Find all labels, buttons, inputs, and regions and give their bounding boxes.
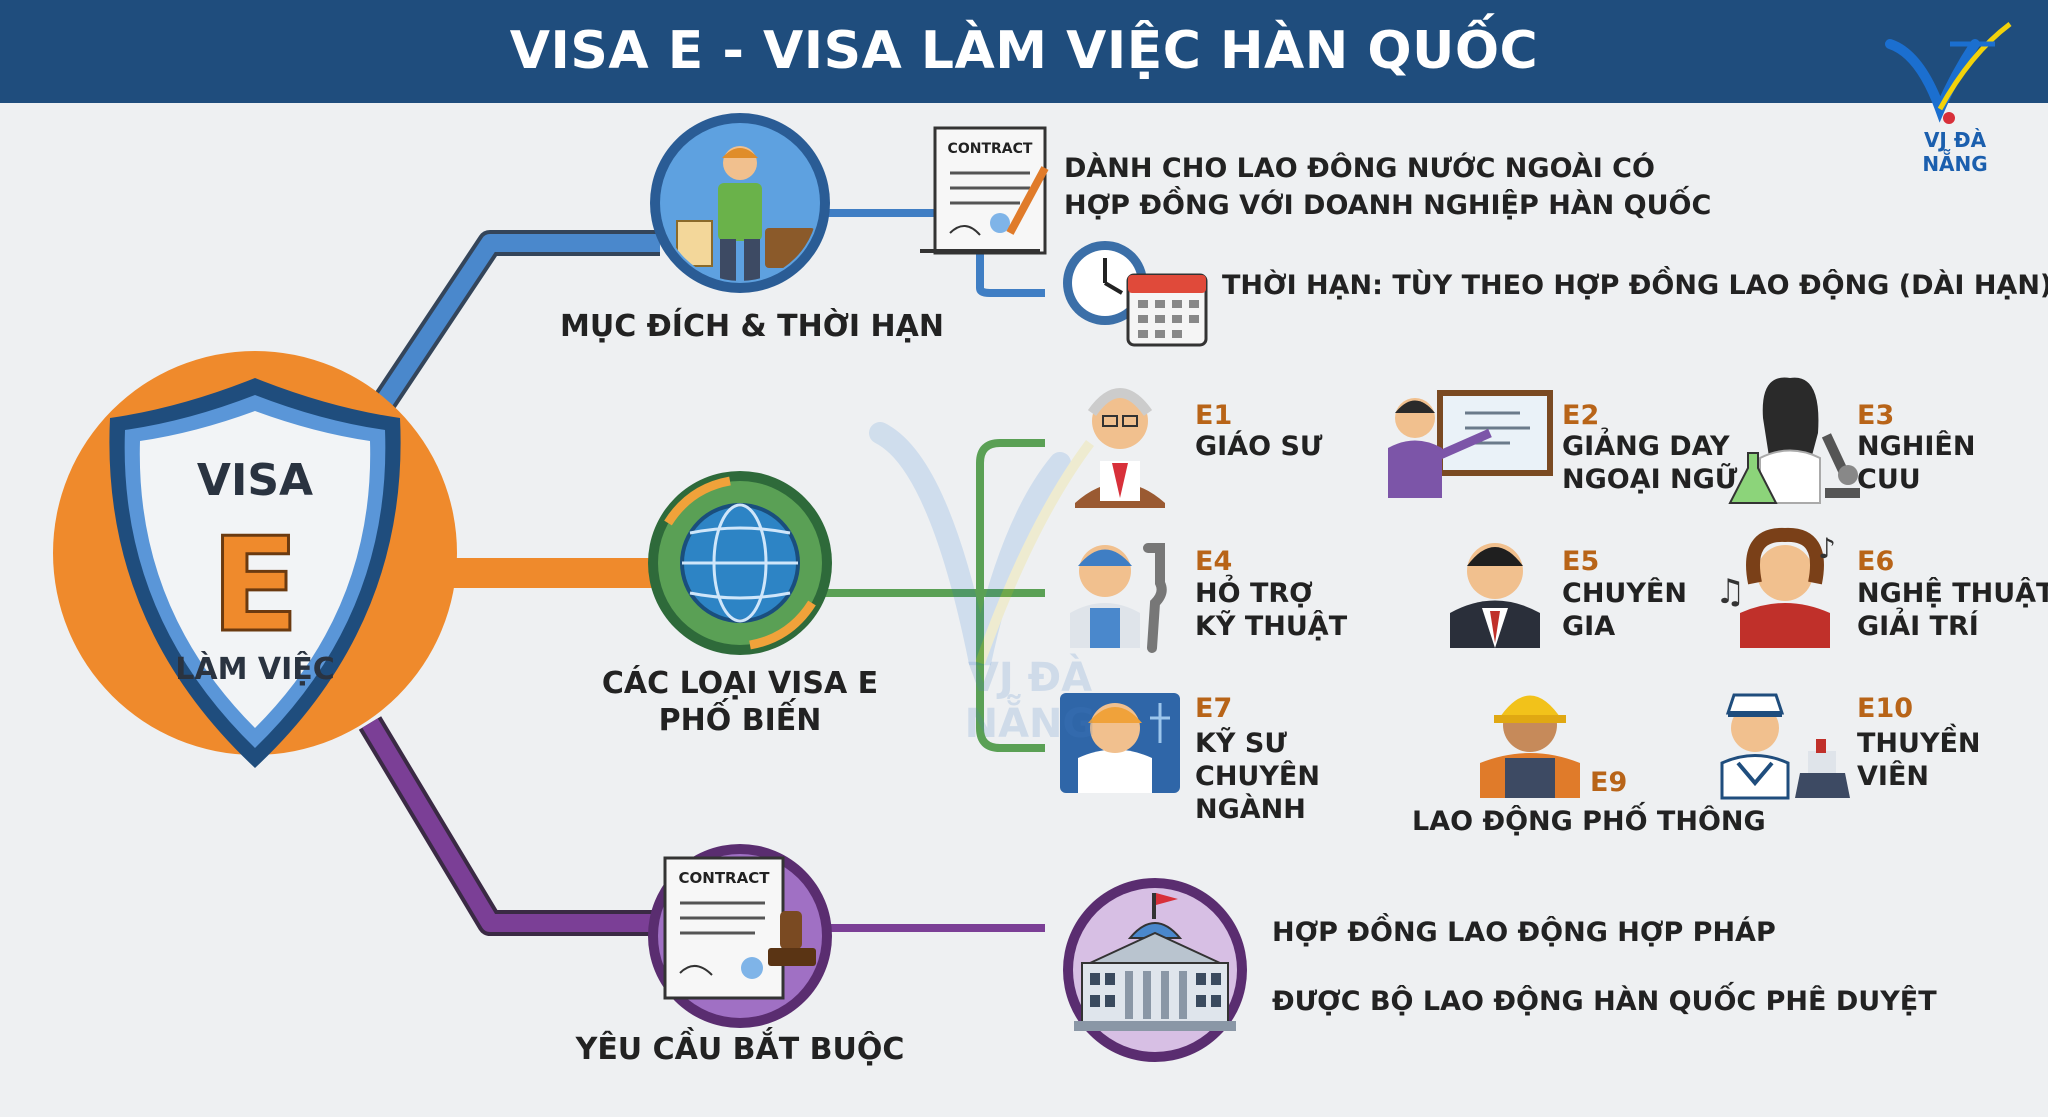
visa-code-e3: E3 (1857, 400, 1895, 431)
logo-text: VJ ĐÀ NẴNG (1922, 128, 1988, 176)
types-branch-label-line1: CÁC LOẠI VISA E (601, 666, 879, 701)
purpose-item-contract-line1: DÀNH CHO LAO ĐÔNG NƯỚC NGOÀI CÓ (1064, 153, 1655, 184)
visa-code-e7: E7 (1195, 693, 1233, 724)
svg-text:♫: ♫ (1715, 572, 1745, 612)
shield-lam-viec-text: LÀM VIỆC (175, 650, 335, 687)
laborer-icon (1480, 695, 1580, 798)
diagram-canvas: VISA E LÀM VIỆC CONTRACT (53, 113, 1860, 1062)
watermark-text: VJ ĐÀ NẴNG (964, 655, 1096, 747)
purpose-item-duration: THỜI HẠN: TÙY THEO HỢP ĐỒNG LAO ĐỘNG (DÀ… (1222, 270, 2048, 301)
visa-label-e5-line1: CHUYÊN (1562, 578, 1687, 609)
visa-code-e6: E6 (1857, 546, 1895, 577)
svg-text:♪: ♪ (1818, 532, 1836, 565)
visa-label-e9: LAO ĐỘNG PHỐ THÔNG (1412, 806, 1766, 837)
contract-icon: CONTRACT (920, 126, 1049, 255)
requirement-legal-contract: HỢP ĐỒNG LAO ĐỘNG HỢP PHÁP (1272, 917, 1776, 948)
visa-label-e4-line2: KỸ THUẬT (1195, 611, 1348, 642)
vj-logo-icon (1885, 22, 2012, 124)
visa-label-e7-line2: CHUYÊN (1195, 761, 1320, 792)
teacher-icon (1388, 390, 1553, 498)
visa-label-e4-line1: HỎ TRỢ (1195, 578, 1313, 609)
shield-e-letter: E (211, 509, 300, 661)
purpose-worker-icon (650, 113, 830, 293)
requirements-branch-label: YÊU CẦU BẮT BUỘC (575, 1032, 905, 1067)
visa-code-e5: E5 (1562, 546, 1600, 577)
visa-e-shield: VISA E LÀM VIỆC (53, 351, 457, 768)
government-building-icon (1063, 878, 1247, 1062)
visa-label-e10-line1: THUYỀN (1857, 728, 1981, 759)
visa-label-e5-line2: GIA (1562, 611, 1616, 642)
types-branch-label-line2: PHỐ BIẾN (658, 703, 822, 738)
watermark-logo-icon (869, 422, 1095, 666)
visa-code-e2: E2 (1562, 400, 1600, 431)
page-title: VISA E - VISA LÀM VIỆC HÀN QUỐC (509, 21, 1539, 81)
visa-label-e7-line3: NGÀNH (1195, 794, 1306, 825)
contract-stamp-label: CONTRACT (679, 869, 771, 887)
sailor-ship-icon (1720, 693, 1850, 800)
visa-label-e10-line2: VIÊN (1857, 761, 1929, 792)
visa-label-e2-line1: GIẢNG DAY (1562, 431, 1730, 462)
engineer-icon (1060, 693, 1180, 793)
shield-visa-text: VISA (197, 455, 313, 506)
visa-code-e10: E10 (1857, 693, 1914, 724)
artist-icon: ♫ ♪ (1715, 527, 1836, 648)
visa-label-e6-line1: NGHỆ THUẬT (1857, 578, 2048, 609)
visa-label-e7-line1: KỸ SƯ (1195, 728, 1287, 759)
contract-stamp-icon: CONTRACT (648, 844, 832, 1028)
clock-calendar-icon (1063, 241, 1208, 347)
visa-label-e2-line2: NGOẠI NGỮ (1562, 464, 1738, 495)
visa-code-e1: E1 (1195, 400, 1233, 431)
expert-icon (1450, 543, 1540, 648)
header-bar: VISA E - VISA LÀM VIỆC HÀN QUỐC (0, 0, 2048, 103)
visa-code-e4: E4 (1195, 546, 1233, 577)
visa-label-e6-line2: GIẢI TRÍ (1857, 611, 1979, 642)
researcher-icon (1728, 377, 1860, 504)
visa-label-e1: GIÁO SƯ (1195, 431, 1323, 462)
contract-label: CONTRACT (948, 141, 1033, 157)
connector-lines (358, 209, 1045, 936)
technician-icon (1070, 543, 1167, 653)
visa-label-e3-line1: NGHIÊN (1857, 431, 1976, 462)
requirement-ministry-approval: ĐƯỢC BỘ LAO ĐỘNG HÀN QUỐC PHÊ DUYỆT (1272, 986, 1937, 1017)
purpose-branch-label: MỤC ĐÍCH & THỜI HẠN (560, 309, 944, 344)
visa-label-e3-line2: CUU (1857, 464, 1921, 495)
professor-icon (1075, 388, 1165, 508)
purpose-item-contract-line2: HỢP ĐỒNG VỚI DOANH NGHIỆP HÀN QUỐC (1064, 190, 1712, 221)
globe-icon (648, 471, 832, 655)
visa-code-e9: E9 (1590, 767, 1628, 798)
